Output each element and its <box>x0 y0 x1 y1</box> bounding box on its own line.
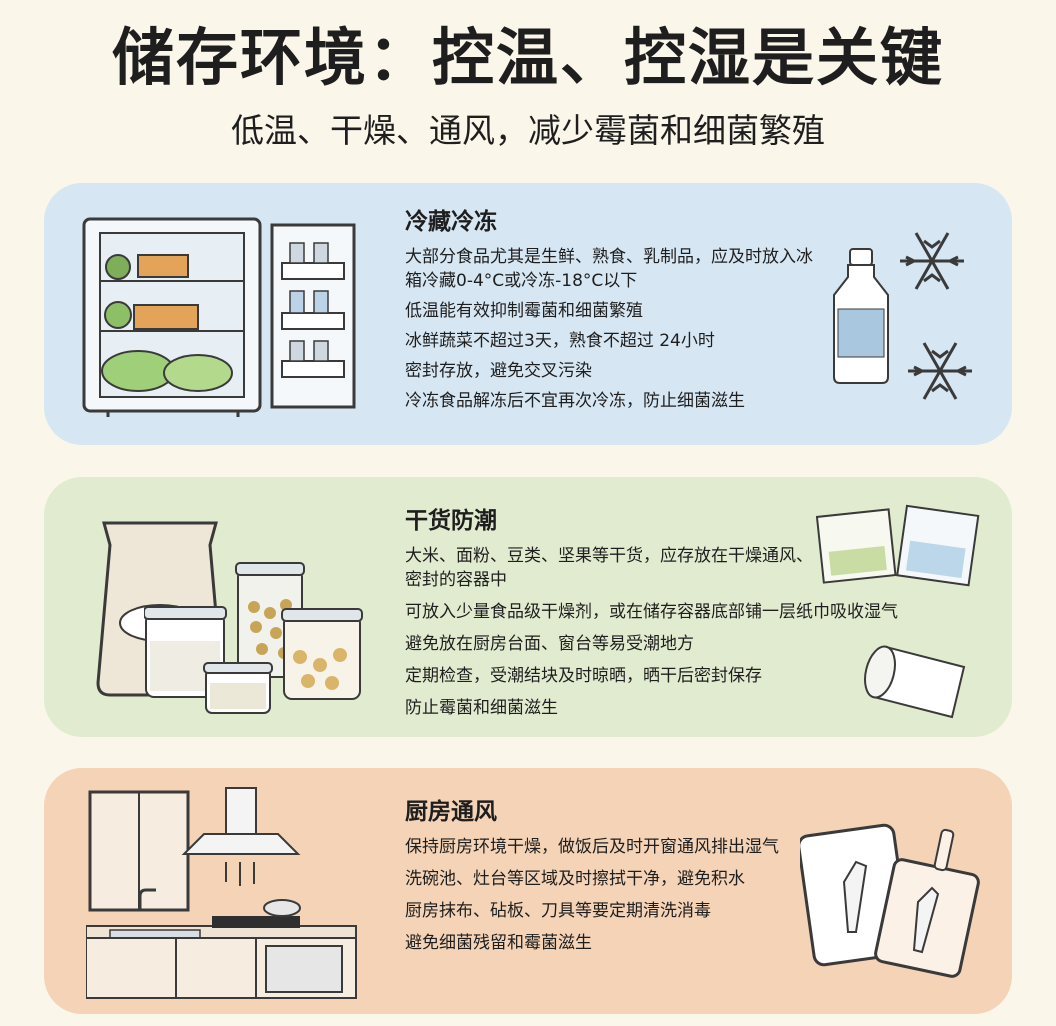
page-subtitle: 低温、干燥、通风，减少霉菌和细菌繁殖 <box>231 111 825 150</box>
section-line: 大米、面粉、豆类、坚果等干货，应存放在干燥通风、密封的容器中 <box>405 546 813 590</box>
page-title: 储存环境：控温、控湿是关键 <box>111 21 944 94</box>
section-title: 干货防潮 <box>405 508 497 534</box>
section-line: 避免细菌残留和霉菌滋生 <box>405 933 592 953</box>
section-line: 冷冻食品解冻后不宜再次冷冻，防止细菌滋生 <box>405 391 745 411</box>
snowflake-icon <box>892 221 972 301</box>
storage-jar-icon <box>144 557 374 717</box>
section-line: 避免放在厨房台面、窗台等易受潮地方 <box>405 634 694 654</box>
section-title: 冷藏冷冻 <box>405 209 497 235</box>
knife-icon <box>842 860 868 933</box>
section-refrigeration-text: 冷藏冷冻 大部分食品尤其是生鲜、熟食、乳制品，应及时放入冰箱冷藏0-4°C或冷冻… <box>405 205 825 419</box>
cutting-board-icon <box>800 822 990 982</box>
snowflake-icon <box>900 331 980 411</box>
section-line: 冰鲜蔬菜不超过3天，熟食不超过 24小时 <box>405 331 715 351</box>
section-kitchen-text: 厨房通风 保持厨房环境干燥，做饭后及时开窗通风排出湿气 洗碗池、灶台等区域及时擦… <box>405 795 805 963</box>
paper-towel-roll-icon <box>856 633 986 723</box>
section-line: 低温能有效抑制霉菌和细菌繁殖 <box>405 301 643 321</box>
desiccant-pack-icon <box>816 499 986 589</box>
kitchen-icon <box>86 786 366 1006</box>
section-line: 大部分食品尤其是生鲜、熟食、乳制品，应及时放入冰箱冷藏0-4°C或冷冻-18°C… <box>405 247 813 291</box>
section-title: 厨房通风 <box>405 799 497 825</box>
section-kitchen-ventilation: 厨房通风 保持厨房环境干燥，做饭后及时开窗通风排出湿气 洗碗池、灶台等区域及时擦… <box>44 768 1012 1014</box>
section-refrigeration: 冷藏冷冻 大部分食品尤其是生鲜、熟食、乳制品，应及时放入冰箱冷藏0-4°C或冷冻… <box>44 183 1012 445</box>
fridge-icon <box>78 211 368 421</box>
section-line: 密封存放，避免交叉污染 <box>405 361 592 381</box>
section-dry-goods-text: 干货防潮 大米、面粉、豆类、坚果等干货，应存放在干燥通风、密封的容器中 可放入少… <box>405 504 985 728</box>
section-line: 定期检查，受潮结块及时晾晒，晒干后密封保存 <box>405 666 762 686</box>
section-line: 厨房抹布、砧板、刀具等要定期清洗消毒 <box>405 901 711 921</box>
section-line: 可放入少量食品级干燥剂，或在储存容器底部铺一层纸巾吸收湿气 <box>405 602 898 622</box>
section-dry-goods: 干货防潮 大米、面粉、豆类、坚果等干货，应存放在干燥通风、密封的容器中 可放入少… <box>44 477 1012 737</box>
milk-bottle-icon <box>830 247 892 385</box>
section-line: 保持厨房环境干燥，做饭后及时开窗通风排出湿气 <box>405 837 779 857</box>
section-line: 洗碗池、灶台等区域及时擦拭干净，避免积水 <box>405 869 745 889</box>
section-line: 防止霉菌和细菌滋生 <box>405 698 558 718</box>
